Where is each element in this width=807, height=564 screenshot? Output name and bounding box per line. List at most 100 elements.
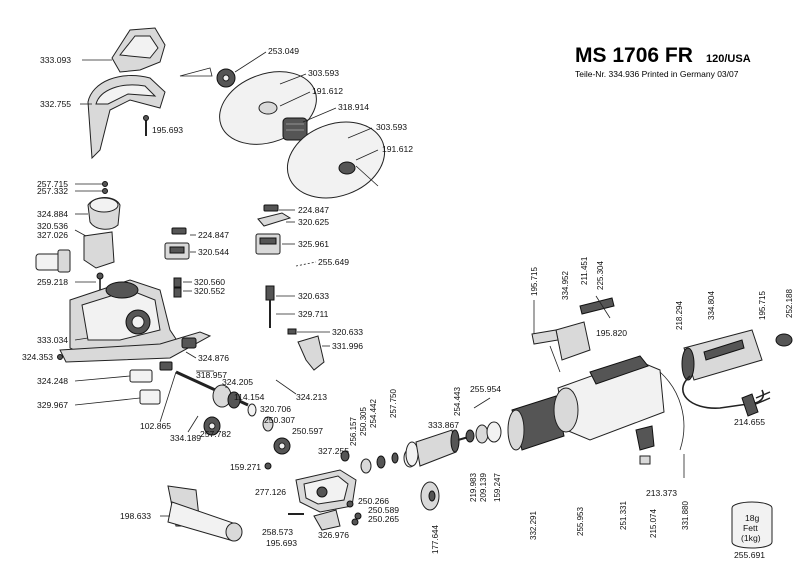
label-277-126: 277.126 (255, 487, 286, 497)
label-177-644: 177.644 (431, 525, 440, 554)
label-334-952: 334.952 (561, 271, 570, 300)
label-250-305: 250.305 (359, 407, 368, 436)
model-title: MS 1706 FR (575, 44, 693, 67)
label-114-154: 114.154 (234, 392, 265, 402)
cutting-disc-lower (286, 121, 386, 199)
end-cap-334-804 (681, 329, 763, 381)
label-303-593-b: 303.593 (376, 122, 407, 132)
bracket-326-976 (313, 509, 341, 531)
cable-plug-252-188 (775, 333, 793, 347)
label-250-597: 250.597 (292, 426, 323, 436)
label-219-983: 219.983 (469, 473, 478, 502)
label-255-649: 255.649 (318, 257, 349, 267)
power-cord-214-655 (659, 371, 771, 451)
pin-320-633 (265, 285, 275, 328)
pad-324-248 (129, 361, 173, 383)
label-325-961: 325.961 (298, 239, 329, 249)
label-250-307: 250.307 (264, 415, 295, 425)
label-320-552: 320.552 (194, 286, 225, 296)
label-331-996: 331.996 (332, 341, 363, 351)
model-variant: 120/USA (706, 53, 751, 65)
label-214-655: 214.655 (734, 417, 765, 427)
label-255-954: 255.954 (470, 384, 501, 394)
shim-114-154 (247, 403, 257, 417)
label-159-247: 159.247 (493, 473, 502, 502)
label-333-867: 333.867 (428, 420, 459, 430)
spring-318-914 (282, 117, 308, 141)
label-326-976: 326.976 (318, 530, 349, 540)
label-331-880: 331.880 (681, 501, 690, 530)
block-325-961 (255, 233, 281, 255)
label-333-093: 333.093 (40, 55, 71, 65)
label-327-255: 327.255 (318, 446, 349, 456)
vertical-labels-mid: 256.157 250.305 254.442 257.750 (349, 389, 398, 446)
label-332-755: 332.755 (40, 99, 71, 109)
dust-elbow-320-536 (35, 231, 115, 273)
label-209-139: 209.139 (479, 473, 488, 502)
label-324-884: 324.884 (37, 209, 68, 219)
label-320-706: 320.706 (260, 404, 291, 414)
label-320-633-b: 320.633 (332, 327, 363, 337)
label-250-266: 250.266 (358, 496, 389, 506)
label-257-750: 257.750 (389, 389, 398, 418)
label-195-820: 195.820 (596, 328, 627, 338)
label-324-876: 324.876 (198, 353, 229, 363)
washer-257-715 (102, 181, 108, 187)
pins-320-560 (173, 277, 182, 298)
label-259-218: 259.218 (37, 277, 68, 287)
label-191-612-a: 191.612 (312, 86, 343, 96)
screw-320-633 (287, 328, 297, 335)
label-213-373: 213.373 (646, 488, 677, 498)
label-329-967: 329.967 (37, 400, 68, 410)
spindle-324-205 (175, 370, 249, 409)
label-257-782: 257.782 (200, 429, 231, 439)
bracket-331-996 (297, 335, 325, 371)
label-198-633: 198.633 (120, 511, 151, 521)
label-253-049: 253.049 (268, 46, 299, 56)
label-251-331: 251.331 (619, 501, 628, 530)
label-250-265: 250.265 (368, 514, 399, 524)
bearing-320-706 (262, 416, 274, 432)
label-257-332: 257.332 (37, 186, 68, 196)
label-225-304: 225.304 (596, 261, 605, 290)
label-320-544: 320.544 (198, 247, 229, 257)
knob-324-884 (87, 197, 121, 230)
label-333-034: 333.034 (37, 335, 68, 345)
label-254-442: 254.442 (369, 399, 378, 428)
label-256-157: 256.157 (349, 417, 358, 446)
small-bearings (340, 448, 417, 474)
label-320-625: 320.625 (298, 217, 329, 227)
label-324-205: 324.205 (222, 377, 253, 387)
bearing-219-983 (465, 421, 502, 444)
label-303-593-a: 303.593 (308, 68, 339, 78)
label-252-188: 252.188 (785, 289, 794, 318)
label-320-560: 320.560 (194, 277, 225, 287)
label-224-847-b: 224.847 (298, 205, 329, 215)
label-250-589: 250.589 (368, 505, 399, 515)
screw-195-693 (143, 115, 149, 136)
label-258-573: 258.573 (262, 527, 293, 537)
label-318-914: 318.914 (338, 102, 369, 112)
label-318-957: 318.957 (196, 370, 227, 380)
block-329-967 (139, 389, 161, 405)
label-224-847-a: 224.847 (198, 230, 229, 240)
grease-amount: 18g (745, 513, 760, 523)
label-257-715: 257.715 (37, 179, 68, 189)
label-195-715-a: 195.715 (530, 267, 539, 296)
lever-320-625 (257, 212, 292, 227)
label-215-074: 215.074 (649, 509, 658, 538)
label-329-711: 329.711 (298, 309, 329, 319)
gear-250-597 (273, 437, 291, 455)
label-195-693-top: 195.693 (152, 125, 183, 135)
gear-housing-333-034 (59, 279, 212, 363)
washer-257-332 (102, 188, 108, 194)
grease-word: Fett (743, 523, 758, 533)
label-320-633-a: 320.633 (298, 291, 329, 301)
screw-159-271 (264, 462, 272, 470)
bearing-257-782 (203, 416, 221, 436)
armature-333-867 (405, 429, 473, 467)
label-255-691: 255.691 (734, 550, 765, 560)
label-159-271: 159.271 (230, 462, 261, 472)
label-324-248: 324.248 (37, 376, 68, 386)
